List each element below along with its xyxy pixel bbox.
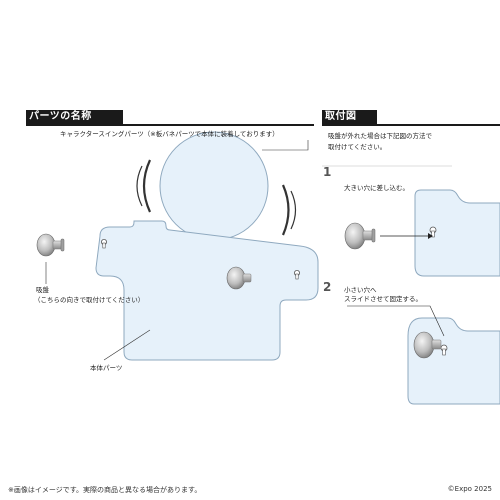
motion-arc-right bbox=[281, 184, 290, 236]
suction-cup-note: （こちらの向きで取付けてください） bbox=[34, 296, 145, 304]
step2-suction-cup bbox=[413, 331, 435, 359]
suction-cup-label: 吸盤 bbox=[36, 286, 49, 294]
parts-names-rule bbox=[26, 124, 314, 126]
copyright: ©Expo 2025 bbox=[447, 485, 492, 493]
install-intro-line1: 吸盤が外れた場合は下記図の方法で bbox=[328, 132, 432, 140]
step1-number: 1 bbox=[323, 165, 332, 179]
motion-arc-right-2 bbox=[290, 190, 297, 230]
motion-arc-left-2 bbox=[136, 165, 143, 207]
parts-names-header: パーツの名称 bbox=[26, 110, 123, 124]
step2-number: 2 bbox=[323, 280, 332, 294]
leader-body bbox=[103, 329, 151, 361]
step2-leader bbox=[347, 305, 445, 337]
step2-line1: 小さい穴へ bbox=[344, 286, 377, 294]
step2-line2: スライドさせて固定する。 bbox=[344, 295, 422, 303]
installation-diagram-rule bbox=[322, 124, 500, 126]
body-part-plate bbox=[95, 220, 319, 361]
swing-part-circle bbox=[159, 131, 269, 241]
step1-suction-cup bbox=[344, 222, 366, 250]
step1-text: 大きい穴に差し込む。 bbox=[344, 184, 409, 192]
image-disclaimer: ※画像はイメージです。実際の商品と異なる場合があります。 bbox=[8, 486, 202, 494]
suction-cup-attached bbox=[226, 266, 246, 290]
step2-panel bbox=[407, 317, 500, 405]
leader-swing bbox=[262, 140, 309, 151]
install-intro-line2: 取付けてください。 bbox=[328, 143, 387, 151]
installation-diagram-header: 取付図 bbox=[322, 110, 377, 124]
body-part-label: 本体パーツ bbox=[90, 364, 123, 372]
swing-part-label: キャラクタースイングパーツ（※板バネパーツで本体に装着しております） bbox=[60, 130, 279, 138]
step1-panel bbox=[414, 189, 500, 277]
suction-cup-left bbox=[36, 233, 56, 257]
motion-arc-left bbox=[142, 159, 151, 213]
